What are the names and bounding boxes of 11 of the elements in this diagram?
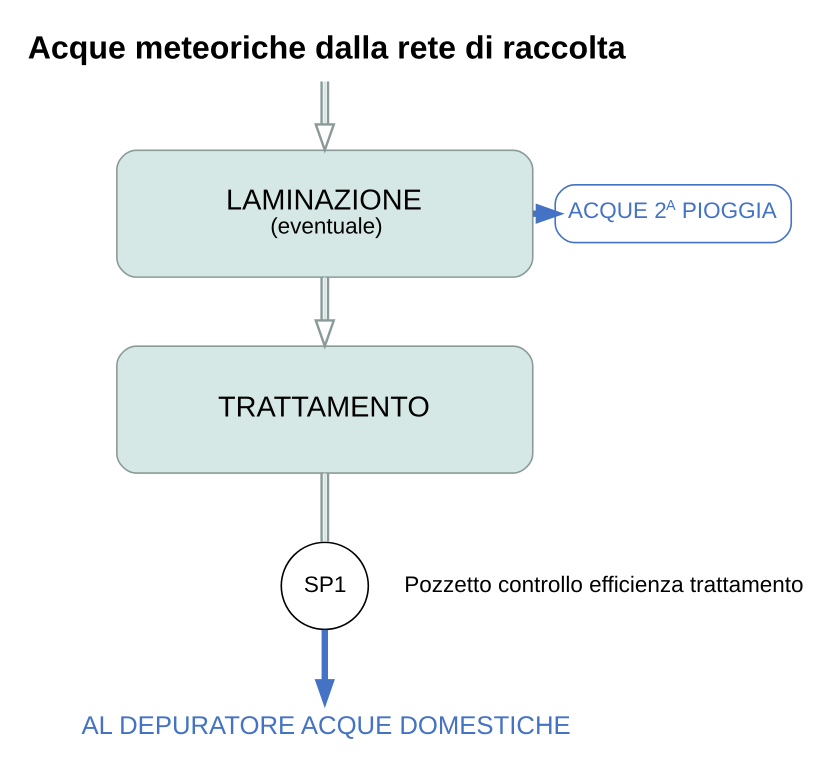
node-circle: SP1 [280,542,370,630]
arrow [314,630,335,708]
arrow [314,81,336,154]
node-box: ACQUE 2$^{A}$ PIOGGIA [554,184,792,244]
connector [320,473,330,542]
node-label: Pozzetto controllo efficienza trattamento [404,572,804,597]
node-text: AL DEPURATORE ACQUE DOMESTICHE [82,712,571,740]
node-text: Acque meteoriche dalla rete di raccolta [28,30,626,66]
arrow [314,277,336,350]
node-box: LAMINAZIONE (eventuale) [116,149,534,278]
node-box: TRATTAMENTO [116,345,534,474]
